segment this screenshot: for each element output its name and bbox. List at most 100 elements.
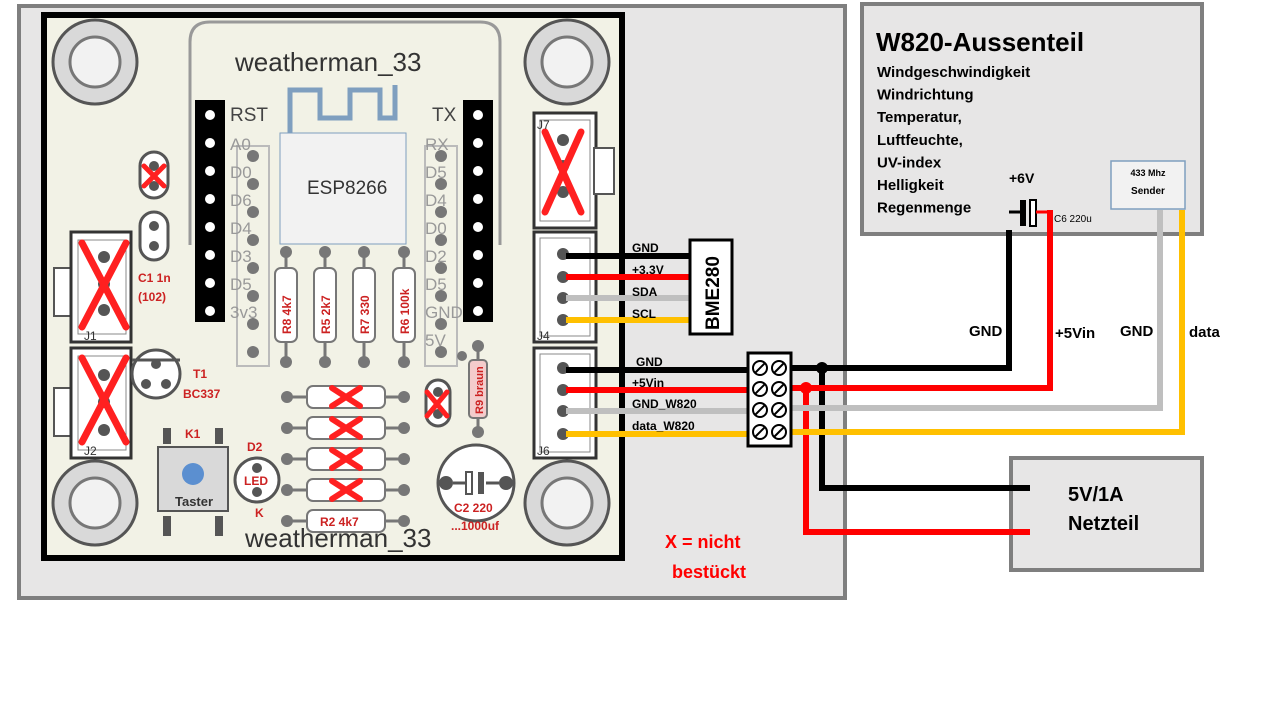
j6-label: J6 bbox=[537, 444, 550, 458]
ghost-pin-left: D3 bbox=[230, 247, 252, 266]
bme-wire-sda: SDA bbox=[632, 285, 658, 299]
c2-label: C2 220 bbox=[454, 501, 493, 515]
pin-header-right bbox=[463, 100, 493, 322]
board-title-top: weatherman_33 bbox=[234, 47, 421, 77]
ghost-pin-left: D6 bbox=[230, 191, 252, 210]
junction-vin bbox=[800, 382, 812, 394]
ghost-pin-left: D0 bbox=[230, 163, 252, 182]
w820-title: W820-Aussenteil bbox=[876, 27, 1084, 57]
w820-feature: Temperatur, bbox=[877, 109, 962, 126]
r2-label: R2 4k7 bbox=[320, 515, 359, 529]
j7-label: J7 bbox=[537, 118, 550, 132]
resistor-label: R5 2k7 bbox=[319, 295, 333, 334]
sender-line2: Sender bbox=[1131, 186, 1165, 197]
socket-hole bbox=[435, 206, 447, 218]
k-label: K bbox=[255, 506, 264, 520]
sender-box bbox=[1110, 160, 1186, 210]
bme280-label: BME280 bbox=[703, 256, 724, 330]
term-wire-data-w820: data_W820 bbox=[632, 419, 695, 433]
mount-hole-bl bbox=[51, 459, 139, 547]
term-wire-vin: +5Vin bbox=[632, 376, 664, 390]
c2-sub-label: ...1000uf bbox=[451, 519, 500, 533]
pin-hole bbox=[473, 306, 483, 316]
w820-feature: Windgeschwindigkeit bbox=[877, 64, 1030, 81]
legend-line2: bestückt bbox=[672, 562, 746, 582]
capacitor-c2 bbox=[436, 443, 516, 523]
resistor-label: R8 4k7 bbox=[280, 295, 294, 334]
pin-hole bbox=[473, 138, 483, 148]
button-k1 bbox=[157, 428, 229, 536]
term-wire-gnd: GND bbox=[636, 355, 663, 369]
label-gnd: GND bbox=[969, 323, 1003, 340]
c1-sub-label: (102) bbox=[138, 290, 166, 304]
board-title-bottom: weatherman_33 bbox=[244, 523, 431, 553]
pin-hole bbox=[473, 250, 483, 260]
ghost-pin-right: 5V bbox=[425, 331, 446, 350]
c1-capacitor bbox=[138, 210, 170, 262]
socket-hole bbox=[247, 262, 259, 274]
ghost-pin-right: D5 bbox=[425, 163, 447, 182]
pin-hole bbox=[205, 306, 215, 316]
w820-6v-label: +6V bbox=[1009, 170, 1035, 186]
led-d2 bbox=[233, 456, 281, 504]
wire-w820-gnd bbox=[790, 230, 1012, 371]
resistor-label: R7 330 bbox=[358, 295, 372, 334]
wire-psu-vin bbox=[803, 388, 1030, 535]
ghost-pin-right: GND bbox=[425, 303, 463, 322]
vertical-resistors bbox=[274, 246, 416, 368]
ghost-pin-left: A0 bbox=[230, 135, 251, 154]
sender-line1: 433 Mhz bbox=[1130, 168, 1166, 178]
capacitor-c6 bbox=[1009, 199, 1050, 227]
pin-hole bbox=[205, 110, 215, 120]
socket-hole bbox=[435, 290, 447, 302]
bme280-box bbox=[688, 238, 734, 336]
psu-line2: Netzteil bbox=[1068, 513, 1139, 535]
term-wire-gnd-w820: GND_W820 bbox=[632, 397, 697, 411]
t1-label: T1 bbox=[193, 367, 207, 381]
connector-j6 bbox=[532, 346, 598, 460]
pin-hole bbox=[473, 194, 483, 204]
psu-box bbox=[1009, 456, 1204, 572]
not-placed-marks bbox=[78, 128, 585, 502]
w820-feature: Luftfeuchte, bbox=[877, 132, 963, 149]
socket-hole bbox=[247, 150, 259, 162]
label-vin: +5Vin bbox=[1055, 325, 1095, 342]
pin-hole bbox=[205, 222, 215, 232]
pin-header-left bbox=[195, 100, 225, 322]
mount-hole-br bbox=[523, 459, 611, 547]
w820-feature: Helligkeit bbox=[877, 177, 944, 194]
pin-hole bbox=[473, 110, 483, 120]
socket-hole bbox=[247, 206, 259, 218]
psu-line1: 5V/1A bbox=[1068, 484, 1124, 506]
k1-label: K1 bbox=[185, 427, 201, 441]
mount-hole-tr bbox=[523, 18, 611, 106]
ghost-pin-left: D4 bbox=[230, 219, 252, 238]
socket-hole bbox=[435, 178, 447, 190]
socket-hole bbox=[435, 262, 447, 274]
pin-hole bbox=[205, 278, 215, 288]
wire-w820-gnd2 bbox=[790, 210, 1163, 411]
ghost-pin-right: D0 bbox=[425, 219, 447, 238]
socket-holes bbox=[247, 150, 447, 358]
w820-feature: Regenmenge bbox=[877, 200, 971, 217]
pin-hole bbox=[473, 222, 483, 232]
pin-holes bbox=[205, 110, 483, 316]
pin-hole bbox=[205, 138, 215, 148]
connector-j4 bbox=[532, 230, 598, 344]
pin-hole bbox=[205, 166, 215, 176]
socket-hole bbox=[247, 178, 259, 190]
c1-label: C1 1n bbox=[138, 271, 171, 285]
mount-hole-tl bbox=[51, 18, 139, 106]
t1-sub-label: BC337 bbox=[183, 387, 221, 401]
ghost-pin-right: D2 bbox=[425, 247, 447, 266]
socket-hole bbox=[435, 150, 447, 162]
ghost-pin-right: D5 bbox=[425, 275, 447, 294]
j2-label: J2 bbox=[84, 444, 97, 458]
legend-line1: X = nicht bbox=[665, 532, 741, 552]
j4-label: J4 bbox=[537, 329, 550, 343]
r9-resistor bbox=[457, 340, 488, 438]
w820-features: WindgeschwindigkeitWindrichtungTemperatu… bbox=[877, 64, 1030, 217]
socket-hole bbox=[247, 346, 259, 358]
r9-label: R9 braun bbox=[474, 366, 486, 414]
